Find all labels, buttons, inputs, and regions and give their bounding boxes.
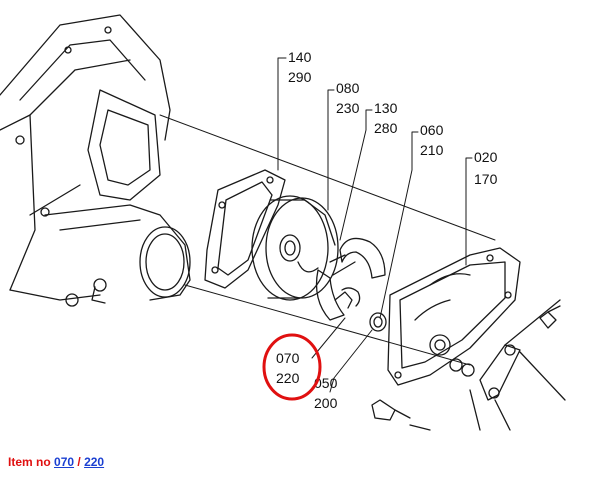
callout-220: 220	[276, 370, 300, 386]
back-plate	[387, 247, 521, 386]
callout-140: 140	[288, 49, 312, 65]
callout-070: 070	[276, 350, 300, 366]
item-link-070[interactable]: 070	[54, 455, 75, 469]
gasket-plate	[204, 169, 286, 289]
brake-shoes	[315, 237, 386, 321]
callout-170: 170	[474, 171, 498, 187]
callout-280: 280	[374, 120, 398, 136]
caption-prefix: Item no	[8, 455, 55, 469]
callout-230: 230	[336, 100, 360, 116]
item-link-220[interactable]: 220	[84, 455, 105, 469]
highlight-circle	[262, 333, 322, 401]
callout-210: 210	[420, 142, 444, 158]
washer-clip	[369, 312, 387, 332]
callout-labels: 140 290 080 230 130 280 060 210 020 170 …	[276, 49, 498, 411]
item-caption: Item no 070 / 220	[8, 455, 104, 469]
caption-separator: /	[74, 455, 85, 469]
callout-200: 200	[314, 395, 338, 411]
callout-050: 050	[314, 375, 338, 391]
callout-130: 130	[374, 100, 398, 116]
callout-060: 060	[420, 122, 444, 138]
lever-arm	[371, 299, 566, 431]
callout-080: 080	[336, 80, 360, 96]
engine-housing	[0, 14, 191, 307]
callout-020: 020	[474, 149, 498, 165]
callout-290: 290	[288, 69, 312, 85]
parts-exploded-diagram: 140 290 080 230 130 280 060 210 020 170 …	[0, 14, 566, 431]
brake-drum	[251, 195, 339, 301]
